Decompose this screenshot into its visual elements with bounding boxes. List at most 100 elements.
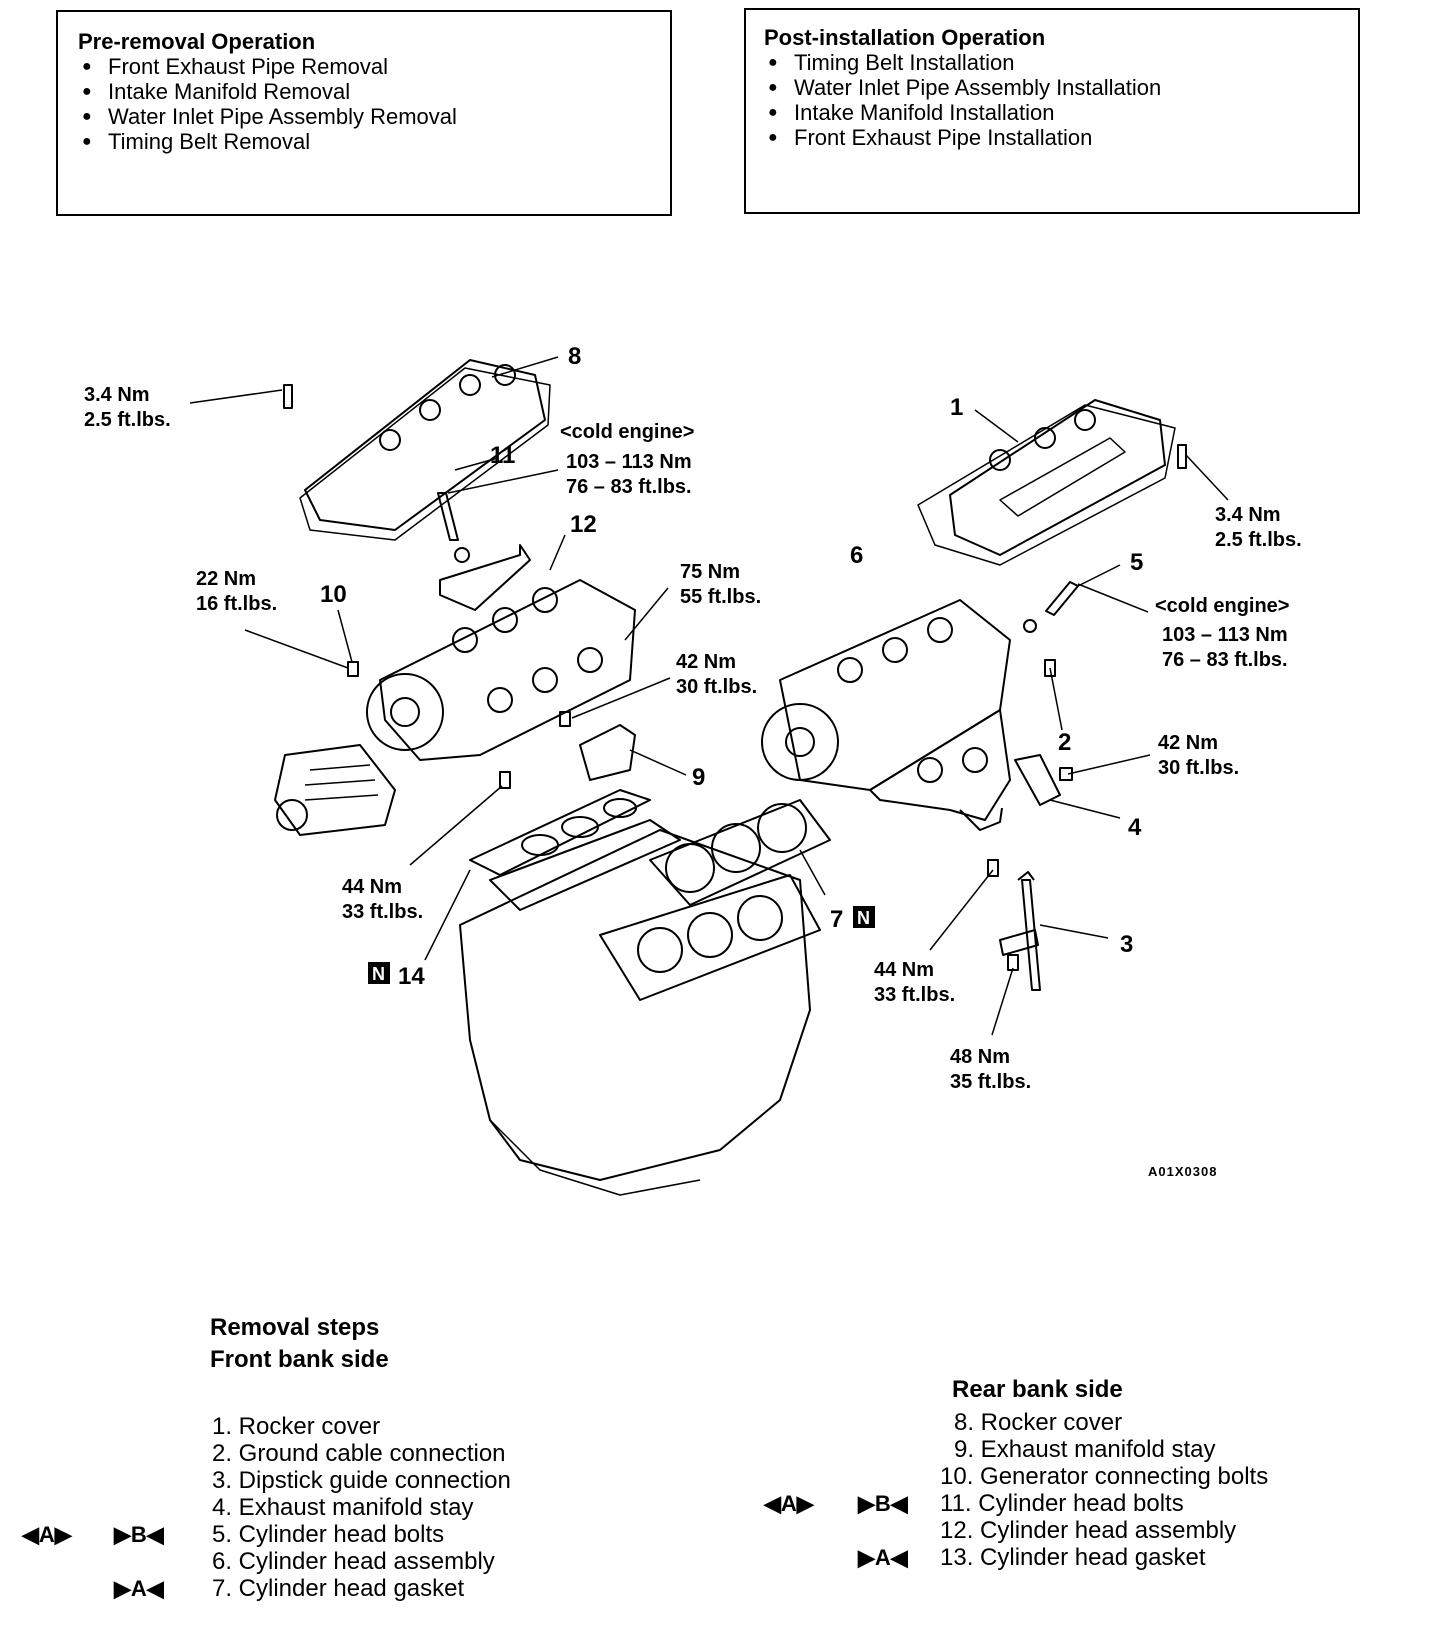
rear-gasket-bore bbox=[521, 834, 559, 856]
torque-rear-low-nm: 44 Nm bbox=[342, 876, 402, 898]
front-gasket-bore bbox=[665, 843, 715, 893]
ground-bolt bbox=[1044, 659, 1056, 677]
rear-step: 8. Rocker cover bbox=[954, 1409, 1123, 1436]
mark-b-front-5: ▶B◀ bbox=[114, 1522, 164, 1547]
pre-removal-box: Pre-removal Operation Front Exhaust Pipe… bbox=[56, 10, 672, 216]
dipstick-bolt bbox=[1007, 954, 1019, 971]
generator-bolt bbox=[347, 661, 359, 677]
generator-fins bbox=[304, 764, 379, 801]
rear-step: 11. Cylinder head bolts bbox=[940, 1490, 1184, 1517]
torque-3-nm: 48 Nm bbox=[950, 1046, 1010, 1068]
torque-12-ft: 55 ft.lbs. bbox=[680, 586, 761, 608]
torque-4-ft: 30 ft.lbs. bbox=[1158, 757, 1239, 779]
rear-plug-hole bbox=[459, 374, 481, 396]
torque-11-nm: 103 – 113 Nm bbox=[566, 451, 692, 473]
rear-step: 13. Cylinder head gasket bbox=[940, 1544, 1206, 1571]
front-gasket-bore bbox=[757, 803, 807, 853]
torque-front-low-nm: 44 Nm bbox=[874, 959, 934, 981]
manifold-port bbox=[917, 757, 943, 783]
torque-12-nm: 75 Nm bbox=[680, 561, 740, 583]
rear-cylinder-head bbox=[379, 579, 636, 761]
front-gasket-bore bbox=[711, 823, 761, 873]
torque-5-cold: <cold engine> bbox=[1155, 595, 1289, 617]
front-plug-hole bbox=[1074, 409, 1096, 431]
torque-11-ft: 76 – 83 ft.lbs. bbox=[566, 476, 692, 498]
front-step: 7. Cylinder head gasket bbox=[212, 1575, 465, 1602]
block-skirt bbox=[489, 1119, 701, 1196]
rear-step: 10. Generator connecting bolts bbox=[940, 1463, 1269, 1490]
front-step: 6. Cylinder head assembly bbox=[212, 1548, 495, 1575]
torque-4-nm: 42 Nm bbox=[1158, 732, 1218, 754]
rear-rocker-gasket bbox=[299, 367, 551, 541]
rear-lifting-bracket bbox=[439, 544, 531, 611]
n-badge-14-label: N bbox=[372, 964, 385, 984]
callout-2: 2 bbox=[1058, 729, 1071, 756]
mark-a-rear-13: ▶A◀ bbox=[858, 1545, 908, 1570]
torque-3-ft: 35 ft.lbs. bbox=[950, 1071, 1031, 1093]
front-exhaust-manifold bbox=[869, 709, 1011, 821]
front-valve-spring bbox=[927, 617, 953, 643]
rear-exhaust-port bbox=[532, 667, 558, 693]
dipstick-handle bbox=[1017, 871, 1035, 881]
rear-gasket-bore bbox=[603, 798, 637, 818]
pre-removal-item: Front Exhaust Pipe Removal bbox=[78, 54, 670, 79]
rear-cam-sprocket bbox=[366, 673, 444, 751]
engine-exploded-diagram: 1 2 3 4 5 6 7 N 8 9 10 11 12 N 14 3.4 Nm… bbox=[84, 343, 1302, 1196]
front-plug-hole bbox=[1034, 427, 1056, 449]
front-cam-sprocket bbox=[761, 703, 839, 781]
torque-8-ft: 2.5 ft.lbs. bbox=[84, 409, 171, 431]
front-rocker-cover bbox=[949, 399, 1166, 556]
engine-block-deck bbox=[599, 874, 821, 1001]
rear-cam-sprocket-hub bbox=[390, 697, 420, 727]
front-plug-hole bbox=[989, 449, 1011, 471]
front-head-gasket bbox=[649, 799, 831, 906]
torque-5-ft: 76 – 83 ft.lbs. bbox=[1162, 649, 1288, 671]
rear-head-bolt bbox=[437, 492, 459, 541]
rear-exhaust-port bbox=[577, 647, 603, 673]
rear-oil-filler bbox=[379, 429, 401, 451]
front-bank-heading: Front bank side bbox=[210, 1346, 389, 1373]
rear-rocker-cover bbox=[304, 359, 546, 531]
callout-11: 11 bbox=[490, 442, 515, 469]
torque-1-nm: 3.4 Nm bbox=[1215, 504, 1281, 526]
callout-14: 14 bbox=[398, 963, 425, 990]
mark-a-front-5: ◀A▶ bbox=[22, 1522, 72, 1547]
rear-step: 9. Exhaust manifold stay bbox=[954, 1436, 1216, 1463]
torque-front-low-ft: 33 ft.lbs. bbox=[874, 984, 955, 1006]
post-installation-item: Intake Manifold Installation bbox=[764, 100, 1358, 125]
block-bore-1 bbox=[637, 927, 683, 973]
front-step: 1. Rocker cover bbox=[212, 1413, 381, 1440]
rear-valve-spring bbox=[452, 627, 478, 653]
front-rocker-nameplate bbox=[999, 437, 1126, 517]
generator-body bbox=[274, 744, 396, 836]
callout-5: 5 bbox=[1130, 549, 1143, 576]
n-badge-7-label: N bbox=[857, 908, 870, 928]
pre-removal-item: Timing Belt Removal bbox=[78, 129, 670, 154]
dipstick-guide bbox=[1021, 879, 1041, 991]
generator-pulley bbox=[276, 799, 308, 831]
front-step: 3. Dipstick guide connection bbox=[212, 1467, 511, 1494]
callout-9: 9 bbox=[692, 764, 705, 791]
front-step: 4. Exhaust manifold stay bbox=[212, 1494, 474, 1521]
callout-10: 10 bbox=[320, 581, 347, 608]
front-head-washer bbox=[1023, 619, 1037, 633]
torque-9-nm: 42 Nm bbox=[676, 651, 736, 673]
n-badge-14 bbox=[368, 962, 390, 984]
callout-4: 4 bbox=[1128, 814, 1142, 841]
manifold-port bbox=[962, 747, 988, 773]
rear-gasket-bore bbox=[561, 816, 599, 838]
dipstick-bracket bbox=[999, 929, 1039, 956]
torque-9-ft: 30 ft.lbs. bbox=[676, 676, 757, 698]
figure-code: A01X0308 bbox=[1148, 1164, 1217, 1179]
rear-plug-hole bbox=[419, 399, 441, 421]
rear-plug-hole bbox=[494, 364, 516, 386]
pre-removal-item: Water Inlet Pipe Assembly Removal bbox=[78, 104, 670, 129]
callout-1: 1 bbox=[950, 394, 963, 421]
pre-removal-title: Pre-removal Operation bbox=[78, 29, 316, 54]
rear-bank-heading: Rear bank side bbox=[952, 1376, 1123, 1403]
mark-a-front-7: ▶A◀ bbox=[114, 1576, 164, 1601]
post-installation-box: Post-installation Operation Timing Belt … bbox=[744, 8, 1360, 214]
callout-12: 12 bbox=[570, 511, 597, 538]
rear-exhaust-port bbox=[487, 687, 513, 713]
